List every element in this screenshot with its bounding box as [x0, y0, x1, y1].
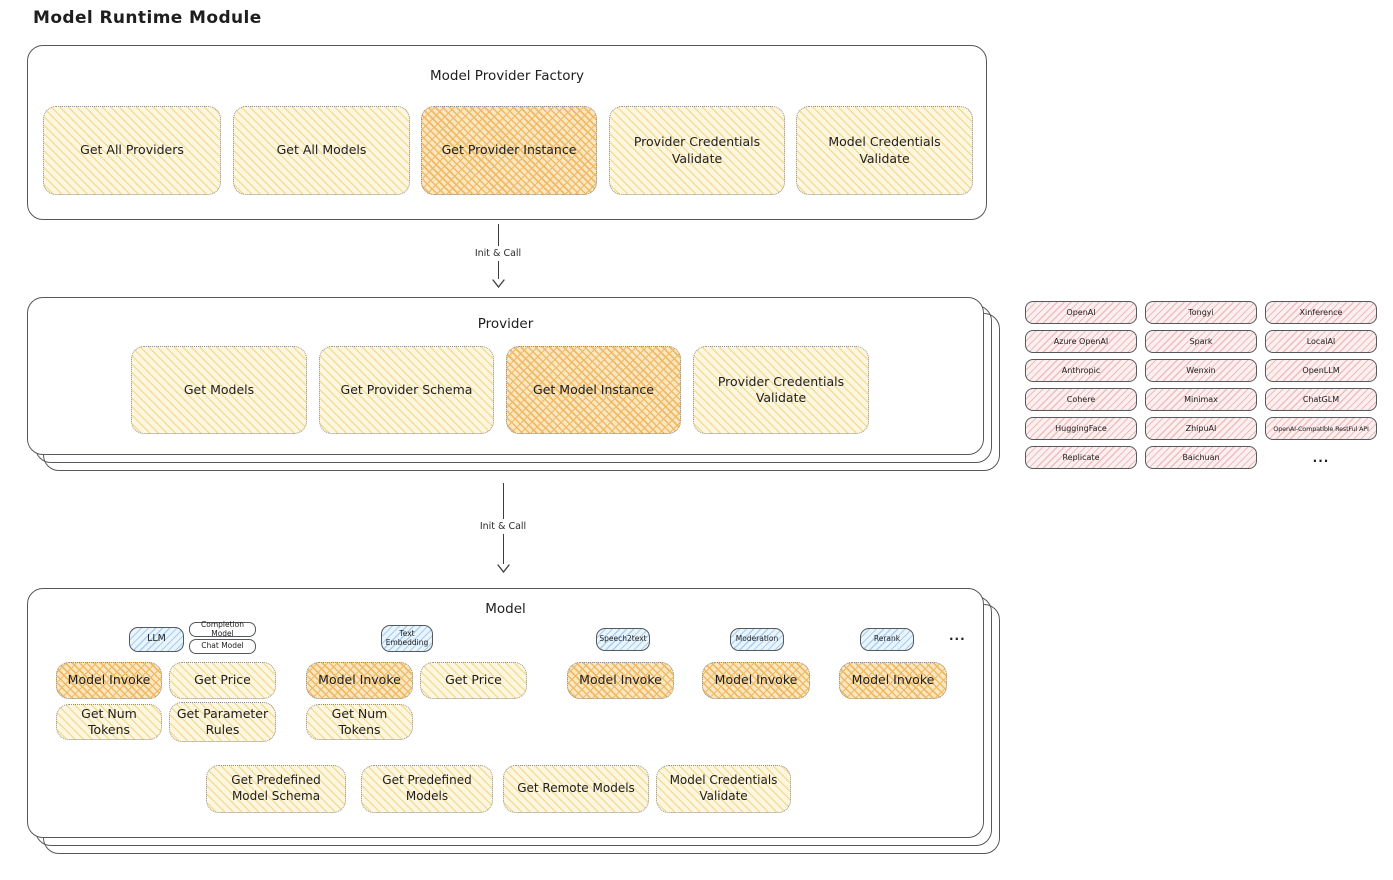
provider-chip-anthropic[interactable]: Anthropic [1025, 359, 1137, 382]
provider-button-provider-credentials-validate[interactable]: Provider Credentials Validate [693, 346, 869, 434]
model-button-rerank-model-invoke[interactable]: Model Invoke [839, 662, 947, 699]
model-panel[interactable]: Model LLM Completion Model Chat Model Te… [27, 588, 1000, 854]
model-button-speech2text-model-invoke[interactable]: Model Invoke [567, 662, 674, 699]
badge-completion-model[interactable]: Completion Model [189, 620, 256, 637]
provider-chip-openai-compatible-restful-api[interactable]: OpenAI-Compatible RestFul API [1265, 417, 1377, 440]
arrow-line [502, 534, 504, 564]
provider-chip-xinference[interactable]: Xinference [1265, 301, 1377, 324]
model-button-get-predefined-model-schema[interactable]: Get Predefined Model Schema [206, 765, 346, 813]
provider-panel[interactable]: Provider Get Models Get Provider Schema … [27, 297, 1000, 471]
arrow-label: Init & Call [474, 248, 522, 259]
model-title: Model [485, 601, 526, 617]
provider-chip-minimax[interactable]: Minimax [1145, 388, 1257, 411]
arrow-line [497, 224, 499, 246]
model-button-llm-model-invoke[interactable]: Model Invoke [56, 662, 162, 699]
provider-chip-cohere[interactable]: Cohere [1025, 388, 1137, 411]
badge-rerank[interactable]: Rerank [860, 628, 914, 651]
provider-grid: OpenAI Tongyi Xinference Azure OpenAI Sp… [1025, 301, 1377, 469]
model-button-moderation-model-invoke[interactable]: Model Invoke [702, 662, 810, 699]
factory-title: Model Provider Factory [429, 68, 584, 84]
provider-chip-chatglm[interactable]: ChatGLM [1265, 388, 1377, 411]
arrowhead-down-icon [496, 564, 510, 573]
model-button-llm-get-num-tokens[interactable]: Get Num Tokens [56, 704, 162, 740]
factory-button-model-credentials-validate[interactable]: Model Credentials Validate [796, 106, 973, 195]
model-button-llm-get-price[interactable]: Get Price [169, 662, 276, 699]
provider-chip-wenxin[interactable]: Wenxin [1145, 359, 1257, 382]
provider-chip-tongyi[interactable]: Tongyi [1145, 301, 1257, 324]
provider-chip-baichuan[interactable]: Baichuan [1145, 446, 1257, 469]
model-button-text-embedding-model-invoke[interactable]: Model Invoke [306, 662, 413, 699]
badge-speech2text[interactable]: Speech2text [596, 628, 650, 651]
provider-grid-more: ... [1312, 450, 1330, 465]
provider-chip-zhipuai[interactable]: ZhipuAI [1145, 417, 1257, 440]
badge-moderation[interactable]: Moderation [730, 628, 784, 651]
provider-chip-huggingface[interactable]: HuggingFace [1025, 417, 1137, 440]
arrow-line [497, 261, 499, 279]
model-button-model-credentials-validate[interactable]: Model Credentials Validate [656, 765, 791, 813]
factory-panel[interactable]: Model Provider Factory Get All Providers… [27, 45, 987, 220]
badge-text-embedding[interactable]: Text Embedding [381, 625, 433, 652]
arrow-label: Init & Call [479, 521, 527, 532]
provider-chip-localai[interactable]: LocalAI [1265, 330, 1377, 353]
badge-llm[interactable]: LLM [129, 627, 184, 652]
provider-chip-azure-openai[interactable]: Azure OpenAI [1025, 330, 1137, 353]
arrow-init-call-top: Init & Call [458, 224, 538, 288]
page-title: Model Runtime Module [33, 8, 262, 28]
provider-button-get-model-instance[interactable]: Get Model Instance [506, 346, 681, 434]
model-button-get-predefined-models[interactable]: Get Predefined Models [361, 765, 493, 813]
model-button-get-remote-models[interactable]: Get Remote Models [503, 765, 649, 813]
model-button-text-embedding-get-num-tokens[interactable]: Get Num Tokens [306, 704, 413, 740]
badge-chat-model[interactable]: Chat Model [189, 639, 256, 654]
factory-button-get-all-models[interactable]: Get All Models [233, 106, 410, 195]
factory-button-get-provider-instance[interactable]: Get Provider Instance [421, 106, 597, 195]
model-badges-more: ... [949, 629, 966, 643]
provider-chip-replicate[interactable]: Replicate [1025, 446, 1137, 469]
provider-chip-openllm[interactable]: OpenLLM [1265, 359, 1377, 382]
factory-button-provider-credentials-validate[interactable]: Provider Credentials Validate [609, 106, 785, 195]
provider-button-get-provider-schema[interactable]: Get Provider Schema [319, 346, 494, 434]
arrow-line [502, 483, 504, 519]
provider-button-get-models[interactable]: Get Models [131, 346, 307, 434]
arrow-init-call-bottom: Init & Call [463, 483, 543, 573]
factory-button-get-all-providers[interactable]: Get All Providers [43, 106, 221, 195]
provider-chip-openai[interactable]: OpenAI [1025, 301, 1137, 324]
provider-chip-spark[interactable]: Spark [1145, 330, 1257, 353]
provider-title: Provider [477, 316, 534, 332]
arrowhead-down-icon [491, 279, 505, 288]
model-button-text-embedding-get-price[interactable]: Get Price [420, 662, 527, 699]
model-button-llm-get-parameter-rules[interactable]: Get Parameter Rules [169, 702, 276, 742]
